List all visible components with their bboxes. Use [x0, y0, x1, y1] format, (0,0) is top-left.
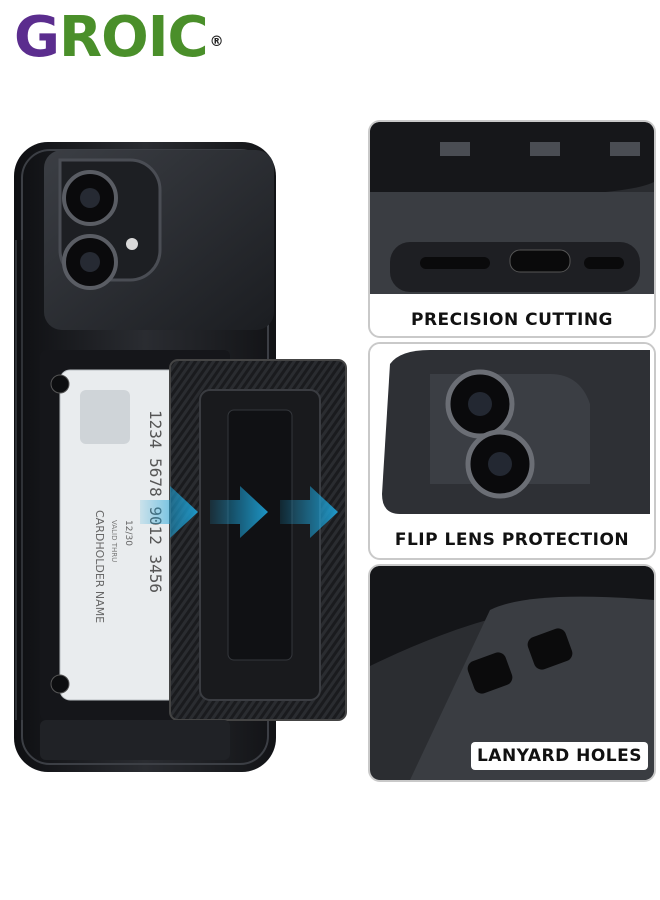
feature-label: PRECISION CUTTING	[411, 310, 613, 330]
camera-lens-icon	[370, 344, 654, 514]
feature-label: LANYARD HOLES	[470, 742, 648, 770]
brand-logo: GROIC®	[14, 5, 224, 70]
feature-panel-lanyard-holes: LANYARD HOLES	[368, 564, 656, 782]
card-valid: VALID THRU	[110, 520, 118, 562]
logo-letter-g: G	[14, 5, 60, 70]
port-cutout-icon	[370, 122, 654, 294]
slide-arrows	[140, 486, 338, 538]
card-expiry: 12/30	[123, 520, 133, 546]
feature-label: FLIP LENS PROTECTION	[394, 530, 630, 550]
feature-panel-precision-cutting: PRECISION CUTTING	[368, 120, 656, 338]
credit-card	[59, 369, 181, 701]
flash	[126, 238, 138, 250]
kickstand	[227, 409, 293, 661]
logo-wordmark: ROIC	[58, 5, 209, 70]
card-holder: CARDHOLDER NAME	[93, 510, 106, 623]
side-ribs	[15, 240, 23, 720]
hero-product-image: 1234 5678 9012 3456 VALID THRU 12/30 CAR…	[0, 120, 360, 800]
feature-panel-flip-lens-protection: FLIP LENS PROTECTION	[368, 342, 656, 560]
registered-mark: ®	[209, 34, 224, 50]
phone-case-illustration: 1234 5678 9012 3456 VALID THRU 12/30 CAR…	[14, 142, 347, 772]
